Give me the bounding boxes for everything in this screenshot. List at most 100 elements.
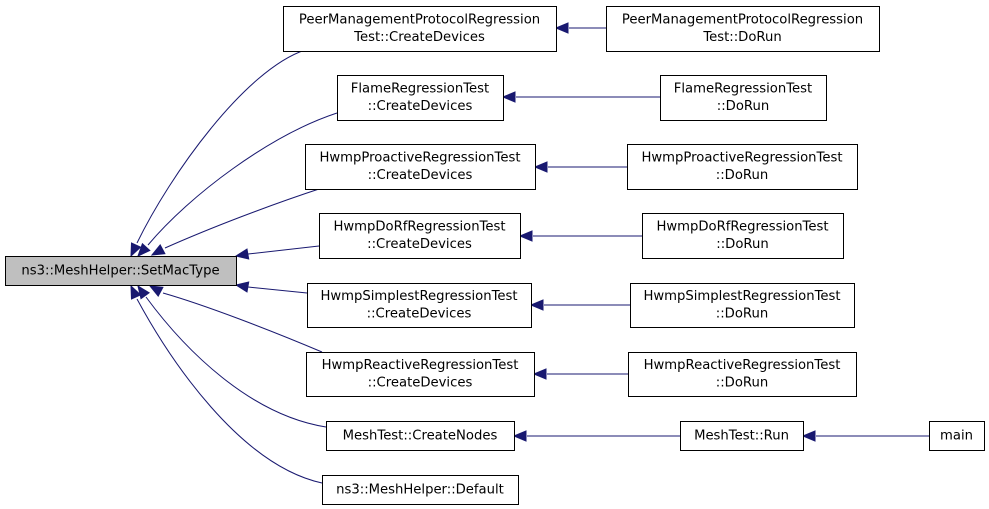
node-label: ::DoRun	[716, 376, 768, 391]
node-label: FlameRegressionTest	[674, 82, 812, 97]
edge-line	[136, 298, 323, 484]
edge-line	[136, 49, 306, 244]
node-reac-cd[interactable]: HwmpReactiveRegressionTest::CreateDevice…	[306, 352, 535, 397]
edge-flame_cd-to-root	[137, 112, 338, 257]
node-label: ns3::MeshHelper::Default	[336, 482, 504, 497]
node-label: ::DoRun	[716, 307, 768, 322]
edge-pro_cd-to-root	[150, 187, 323, 256]
edge-mt_cn-to-root	[137, 284, 327, 428]
node-label: HwmpProactiveRegressionTest	[641, 151, 842, 166]
edge-arrowhead	[150, 244, 166, 256]
node-mt-run[interactable]: MeshTest::Run	[680, 421, 804, 451]
edge-arrowhead	[148, 285, 164, 297]
node-label: HwmpProactiveRegressionTest	[319, 151, 520, 166]
node-box[interactable]	[680, 421, 804, 451]
node-label: HwmpDoRfRegressionTest	[656, 220, 828, 235]
node-label: MeshTest::CreateNodes	[343, 428, 498, 443]
nodes-layer: ns3::MeshHelper::SetMacType PeerManagemen…	[5, 6, 985, 505]
node-simp-run[interactable]: HwmpSimplestRegressionTest::DoRun	[630, 283, 855, 328]
edge-arrowhead	[512, 430, 527, 442]
edge-simp_run-to-simp_cd	[529, 299, 630, 311]
node-label: MeshTest::Run	[694, 428, 789, 443]
edge-arrowhead	[554, 22, 569, 34]
node-default[interactable]: ns3::MeshHelper::Default	[322, 475, 519, 505]
node-main[interactable]: main	[929, 421, 985, 451]
node-box[interactable]	[5, 256, 237, 286]
edge-reac_cd-to-root	[148, 285, 323, 353]
edge-pmp_cd-to-root	[130, 49, 306, 258]
edge-arrowhead	[501, 91, 516, 103]
node-label: ::CreateDevices	[368, 376, 473, 391]
edge-mt_run-to-mt_cn	[512, 430, 680, 442]
node-box[interactable]	[606, 6, 880, 52]
node-box[interactable]	[306, 352, 535, 397]
node-label: HwmpReactiveRegressionTest	[322, 358, 519, 373]
node-box[interactable]	[627, 144, 858, 190]
node-box[interactable]	[283, 6, 557, 52]
node-label: HwmpDoRfRegressionTest	[333, 220, 505, 235]
edge-reac_run-to-reac_cd	[532, 368, 628, 380]
node-label: PeerManagementProtocolRegression	[299, 13, 540, 28]
edge-line	[147, 112, 338, 246]
node-box[interactable]	[660, 75, 827, 121]
node-box[interactable]	[322, 475, 519, 505]
node-pmp-run[interactable]: PeerManagementProtocolRegressionTest::Do…	[606, 6, 880, 52]
node-flame-cd[interactable]: FlameRegressionTest::CreateDevices	[337, 75, 504, 121]
node-label: FlameRegressionTest	[351, 82, 489, 97]
node-label: ::DoRun	[716, 237, 768, 252]
edge-main-to-mt_run	[801, 430, 929, 442]
node-dorf-cd[interactable]: HwmpDoRfRegressionTest::CreateDevices	[319, 213, 521, 259]
node-flame-run[interactable]: FlameRegressionTest::DoRun	[660, 75, 827, 121]
node-pro-cd[interactable]: HwmpProactiveRegressionTest::CreateDevic…	[305, 144, 536, 190]
node-box[interactable]	[929, 421, 985, 451]
node-label: ::DoRun	[717, 99, 769, 114]
edge-simp_cd-to-root	[234, 281, 308, 294]
node-dorf-run[interactable]: HwmpDoRfRegressionTest::DoRun	[642, 213, 844, 259]
node-reac-run[interactable]: HwmpReactiveRegressionTest::DoRun	[628, 352, 857, 397]
node-box[interactable]	[326, 421, 515, 451]
edge-arrowhead	[137, 242, 151, 257]
edge-line	[162, 292, 323, 353]
edge-arrowhead	[137, 284, 151, 300]
edge-arrowhead	[130, 242, 142, 258]
node-label: ::CreateDevices	[368, 99, 473, 114]
edge-arrowhead	[532, 368, 547, 380]
node-label: ::CreateDevices	[367, 307, 472, 322]
node-label: ::CreateDevices	[367, 237, 472, 252]
node-box[interactable]	[642, 213, 844, 259]
node-simp-cd[interactable]: HwmpSimplestRegressionTest::CreateDevice…	[307, 283, 532, 328]
node-label: PeerManagementProtocolRegression	[622, 13, 863, 28]
node-pmp-cd[interactable]: PeerManagementProtocolRegressionTest::Cr…	[283, 6, 557, 52]
node-label: ns3::MeshHelper::SetMacType	[21, 263, 219, 278]
node-label: ::DoRun	[716, 168, 768, 183]
edge-arrowhead	[518, 230, 533, 242]
edge-arrowhead	[234, 281, 250, 293]
edge-line	[145, 296, 327, 428]
node-box[interactable]	[630, 283, 855, 328]
edge-default-to-root	[130, 284, 323, 484]
edge-line	[164, 187, 323, 249]
edge-line	[247, 245, 320, 255]
node-label: Test::DoRun	[702, 30, 781, 45]
node-box[interactable]	[319, 213, 521, 259]
edge-dorf_run-to-dorf_cd	[518, 230, 642, 242]
edge-arrowhead	[130, 284, 142, 300]
node-label: ::CreateDevices	[368, 168, 473, 183]
edge-arrowhead	[533, 161, 548, 173]
node-mt-cn[interactable]: MeshTest::CreateNodes	[326, 421, 515, 451]
edge-arrowhead	[801, 430, 816, 442]
node-box[interactable]	[337, 75, 504, 121]
node-label: Test::CreateDevices	[353, 30, 485, 45]
node-box[interactable]	[307, 283, 532, 328]
node-pro-run[interactable]: HwmpProactiveRegressionTest::DoRun	[627, 144, 858, 190]
edge-arrowhead	[529, 299, 544, 311]
node-box[interactable]	[628, 352, 857, 397]
node-root[interactable]: ns3::MeshHelper::SetMacType	[5, 256, 237, 286]
edge-pro_run-to-pro_cd	[533, 161, 627, 173]
edge-arrowhead	[234, 248, 250, 260]
edges-layer	[130, 22, 929, 484]
node-box[interactable]	[305, 144, 536, 190]
node-label: HwmpSimplestRegressionTest	[320, 289, 517, 304]
node-label: HwmpReactiveRegressionTest	[644, 358, 841, 373]
